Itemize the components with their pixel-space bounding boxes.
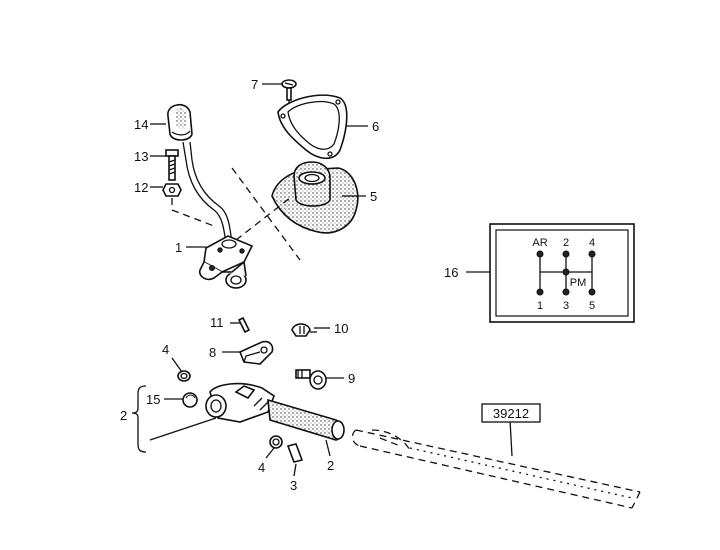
callouts: 14 13 12 1 7 6 5 11 10 8 9 4 15 2 4 3 2 … xyxy=(120,77,458,493)
callout-12: 12 xyxy=(134,180,148,195)
screw-7 xyxy=(281,79,297,101)
callout-6: 6 xyxy=(372,119,379,134)
reference-number: 39212 xyxy=(493,406,529,421)
gear-label-reverse: AR xyxy=(532,237,547,249)
callout-2-left: 2 xyxy=(120,408,127,423)
extension-rod-dashed xyxy=(351,429,641,509)
gear-lever-base xyxy=(198,235,254,289)
brace xyxy=(131,385,147,453)
gear-lever-rod xyxy=(182,141,233,245)
callout-4-lower: 4 xyxy=(258,460,265,475)
callout-3: 3 xyxy=(290,478,297,493)
gear-label-4: 4 xyxy=(589,237,595,249)
shift-rod-housing xyxy=(205,382,345,441)
callout-13: 13 xyxy=(134,149,148,164)
gear-label-3: 3 xyxy=(563,300,569,312)
leader-lines xyxy=(149,83,513,477)
callout-5: 5 xyxy=(370,189,377,204)
callout-11: 11 xyxy=(210,315,224,330)
callout-16: 16 xyxy=(444,265,458,280)
bolt-13 xyxy=(165,149,179,181)
gear-label-5: 5 xyxy=(589,300,595,312)
callout-8: 8 xyxy=(209,345,216,360)
callout-10: 10 xyxy=(334,321,348,336)
roll-pin xyxy=(286,443,304,463)
gear-label-neutral: PM xyxy=(570,277,587,289)
gasket-plate xyxy=(277,94,348,160)
callout-14: 14 xyxy=(134,117,148,132)
reference-number-box: 39212 xyxy=(481,403,541,423)
rubber-boot xyxy=(271,161,359,234)
spring-clip xyxy=(291,323,322,337)
plug xyxy=(182,392,198,408)
callout-2-right: 2 xyxy=(327,458,334,473)
callout-9: 9 xyxy=(348,371,355,386)
callout-1: 1 xyxy=(175,240,182,255)
shift-pattern-plate: AR 2 4 PM 1 3 5 xyxy=(489,223,635,323)
bush-pin xyxy=(295,369,327,390)
ring-upper xyxy=(177,370,191,382)
gear-label-1: 1 xyxy=(537,300,543,312)
callout-15: 15 xyxy=(146,392,160,407)
bracket xyxy=(238,340,274,365)
callout-7: 7 xyxy=(251,77,258,92)
ring-lower xyxy=(269,435,283,449)
callout-4-upper: 4 xyxy=(162,342,169,357)
nut-12 xyxy=(162,183,182,197)
gear-label-2: 2 xyxy=(563,237,569,249)
gear-knob xyxy=(167,104,193,141)
dowel-pin xyxy=(237,316,251,334)
